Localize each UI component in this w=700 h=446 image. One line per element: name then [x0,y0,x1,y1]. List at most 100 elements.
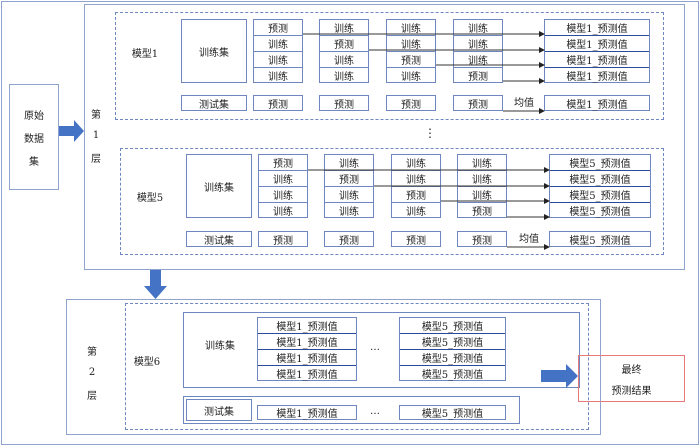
layer1-label-1: 第 [91,109,101,121]
final-prediction-box: 最终 预测结果 [578,355,685,402]
fold-cell: 训练 [325,155,373,171]
model1-test-pred-2: 预测 [319,95,369,111]
fold-cell: 训练 [254,52,302,68]
fold-cell: 预测 [259,155,307,171]
output-cell: 模型1_预测值 [545,52,649,68]
fold-cell: 预测 [320,36,368,52]
fold-cell: 训练 [458,155,506,171]
fold-cell: 训练 [458,171,506,187]
fold-cell: 训练 [454,36,502,52]
layer2-label: 第 2 层 [84,342,100,402]
model5-fold-1: 预测 训练 训练 训练 [258,154,308,218]
output-cell: 模型1_预测值 [545,20,649,36]
layer1-label: 第 1 层 [88,100,104,170]
model1-fold-2: 训练 预测 训练 训练 [319,19,369,83]
model5-mean-label: 均值 [519,233,539,245]
fold-cell: 训练 [454,20,502,36]
model1-test-output: 模型1_预测值 [544,95,650,111]
model5-fold-3: 训练 训练 预测 训练 [391,154,441,218]
output-cell: 模型1_预测值 [545,36,649,52]
model6-train-container [183,312,580,388]
fold-cell: 训练 [406,207,426,218]
fold-cell: 预测 [472,207,492,218]
layer2-label-2: 2 [88,366,96,378]
model6-test-set: 测试集 [186,399,252,421]
fold-cell: 训练 [339,207,359,218]
model5-test-pred-4: 预测 [457,231,507,247]
model1-fold-1: 预测 训练 训练 训练 [253,19,303,83]
model6-group [125,303,589,430]
model1-test-pred-4: 预测 [453,95,503,111]
model5-fold-4: 训练 训练 训练 预测 [457,154,507,218]
fold-cell: 训练 [401,72,421,83]
final-label-2: 预测结果 [611,385,652,397]
fold-cell: 训练 [320,52,368,68]
model5-test-pred-3: 预测 [391,231,441,247]
test-ellipsis: … [370,405,380,417]
fold-cell: 训练 [392,171,440,187]
model6-train-set-label: 训练集 [205,340,235,352]
model1-test-set: 测试集 [181,95,247,111]
layer1-label-3: 层 [91,153,101,165]
layer2-label-1: 第 [87,346,97,358]
model1-label: 模型1 [131,48,159,60]
model5-group [120,148,664,255]
model5-outputs: 模型5_预测值 模型5_预测值 模型5_预测值 模型5_预测值 [549,154,651,218]
meta-feature-cell: 模型5_预测值 [400,350,505,366]
raw-dataset-label-2: 数据 [24,133,44,145]
fold-cell: 训练 [334,72,354,83]
fold-cell: 训练 [259,187,307,203]
model1-mean-label: 均值 [514,97,534,109]
model1-fold-3: 训练 训练 预测 训练 [386,19,436,83]
fold-cell: 训练 [387,36,435,52]
layer2-label-3: 层 [87,390,97,402]
meta-feature-cell: 模型1_预测值 [258,350,356,366]
vertical-ellipsis: ⋮ [424,126,436,140]
fold-cell: 训练 [259,171,307,187]
meta-feature-cell: 模型1_预测值 [276,370,338,381]
meta-feature-cell: 模型1_预测值 [258,318,356,334]
model5-test-pred-2: 预测 [324,231,374,247]
model1-train-set: 训练集 [181,19,247,83]
model6-test-col2: 模型5_预测值 [399,405,506,420]
model1-test-pred-1: 预测 [253,95,303,111]
model6-train-col2: 模型5_预测值 模型5_预测值 模型5_预测值 模型5_预测值 [399,317,506,381]
fold-cell: 预测 [387,52,435,68]
raw-dataset-label-1: 原始 [24,110,44,122]
output-cell: 模型5_预测值 [569,207,631,218]
fold-cell: 训练 [273,207,293,218]
model6-test-col1: 模型1_预测值 [257,405,357,420]
meta-feature-cell: 模型5_预测值 [400,318,505,334]
model5-test-output: 模型5_预测值 [549,231,651,247]
fold-cell: 训练 [458,187,506,203]
model1-group [115,12,664,120]
meta-feature-cell: 模型5_预测值 [400,334,505,350]
output-cell: 模型1_预测值 [566,72,628,83]
layer2-frame [66,299,601,435]
meta-feature-cell: 模型5_预测值 [421,370,484,381]
final-label-1: 最终 [621,364,642,376]
output-cell: 模型5_预测值 [550,155,650,171]
raw-dataset-label-3: 集 [29,156,39,168]
fold-cell: 预测 [325,171,373,187]
model6-train-col1: 模型1_预测值 模型1_预测值 模型1_预测值 模型1_预测值 [257,317,357,381]
fold-cell: 训练 [320,20,368,36]
fold-cell: 训练 [254,36,302,52]
model5-test-set: 测试集 [186,231,252,247]
model5-fold-2: 训练 预测 训练 训练 [324,154,374,218]
model1-test-pred-3: 预测 [386,95,436,111]
fold-cell: 训练 [454,52,502,68]
fold-cell: 训练 [392,155,440,171]
fold-cell: 训练 [325,187,373,203]
fold-cell: 训练 [387,20,435,36]
output-cell: 模型5_预测值 [550,171,650,187]
fold-cell: 预测 [392,187,440,203]
train-ellipsis: … [370,341,380,353]
raw-dataset-box: 原始 数据 集 [9,84,59,190]
fold-cell: 预测 [254,20,302,36]
model6-label: 模型6 [133,356,161,368]
model1-fold-4: 训练 训练 训练 预测 [453,19,503,83]
layer1-label-2: 1 [92,129,100,141]
model5-test-pred-1: 预测 [258,231,308,247]
